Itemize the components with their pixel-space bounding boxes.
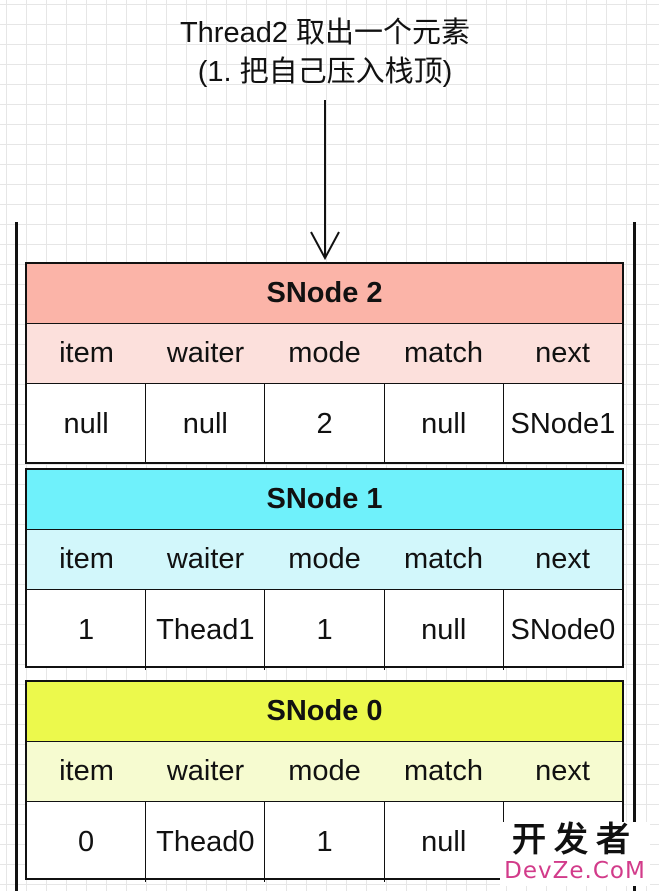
field-match-label: match [404,337,483,369]
push-arrow-head [310,231,340,261]
field-mode-label: mode [288,755,361,787]
caption-line-1: Thread2 取出一个元素 [179,17,471,49]
snode-1-box: SNode 1 item waiter mode match next 1 Th… [25,468,624,670]
watermark-top-text: 开发者 [512,820,638,860]
watermark-bottom-text: DevZe.CoM [504,858,646,884]
field-waiter-label: waiter [166,755,245,787]
snode-0-box: SNode 0 item waiter mode match next 0 Th… [25,680,624,882]
field-waiter-label: waiter [166,543,245,575]
mode-value: 2 [265,384,385,464]
caption-line-2: (1. 把自己压入栈顶) [197,56,453,88]
field-next-label: next [535,543,590,575]
field-match-label: match [404,543,483,575]
snode-2-box: SNode 2 item waiter mode match next null… [25,262,624,464]
item-value: 1 [27,590,147,670]
field-header-row: item waiter mode match next [27,530,622,590]
field-item-label: item [59,543,114,575]
waiter-value: Thead0 [146,802,266,882]
waiter-value: Thead1 [146,590,266,670]
field-value-row: 1 Thead1 1 null SNode0 [27,590,622,670]
next-value: SNode0 [510,613,616,646]
stack-left-wall [15,222,18,891]
match-value: null [385,802,504,882]
mode-value: 1 [265,590,385,670]
push-arrow [310,100,340,261]
item-value: 0 [27,802,147,882]
match-value: null [385,590,504,670]
stack-right-wall [633,222,636,891]
field-header-row: item waiter mode match next [27,742,622,802]
field-mode-label: mode [288,337,361,369]
field-mode-label: mode [288,543,361,575]
snode-title: SNode 2 [27,264,622,324]
field-next-label: next [535,755,590,787]
mode-value: 1 [265,802,385,882]
snode-title: SNode 0 [27,682,622,742]
field-header-row: item waiter mode match next [27,324,622,384]
match-value: null [385,384,504,464]
field-item-label: item [59,337,114,369]
watermark-logo: 开发者 DevZe.CoM [500,822,650,886]
field-waiter-label: waiter [166,337,245,369]
field-match-label: match [404,755,483,787]
field-value-row: 0 Thead0 1 null [27,802,622,882]
next-value: SNode1 [510,407,616,440]
waiter-value: null [146,384,266,464]
field-item-label: item [59,755,114,787]
field-next-label: next [535,337,590,369]
item-value: null [27,384,147,464]
snode-title: SNode 1 [27,470,622,530]
field-value-row: null null 2 null SNode1 [27,384,622,464]
